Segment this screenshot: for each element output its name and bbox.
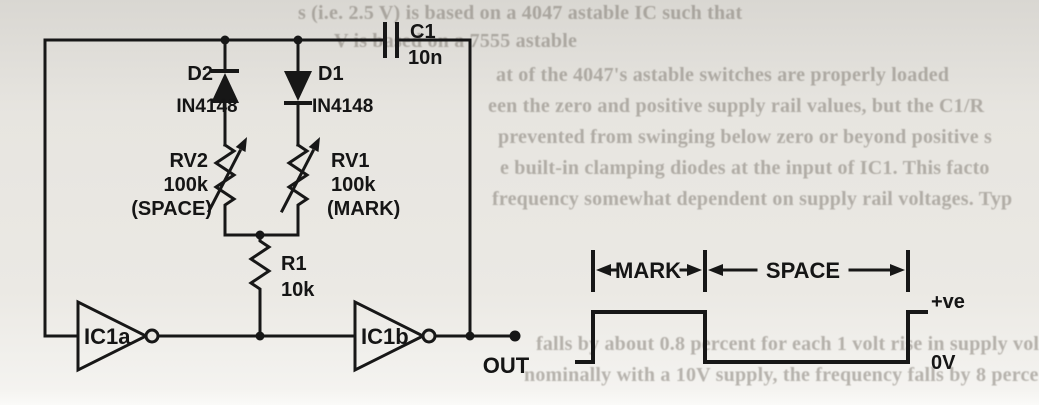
bleed-text-line: prevented from swinging below zero or be… (498, 126, 992, 148)
inverter-ic1a: IC1a (76, 299, 160, 373)
potentiometer-rv1: RV1 100k (MARK) (279, 137, 400, 237)
out-terminal: OUT (465, 330, 530, 378)
label-rv2-value: 100k (164, 174, 209, 196)
label-r1-value: 10k (281, 279, 315, 301)
inverter-bubble (144, 328, 160, 344)
label-rv1-ref: RV1 (331, 150, 370, 172)
label-c1-value: 10n (408, 47, 442, 69)
arrow-left-icon (596, 264, 611, 276)
label-d2-ref: D2 (187, 63, 213, 85)
diode-d1: D1 IN4148 (284, 35, 373, 147)
label-high-level: +ve (931, 291, 965, 313)
inverter-ic1b: IC1b (353, 299, 437, 373)
junction-dot (465, 331, 475, 341)
label-rv1-value: 100k (331, 174, 376, 196)
label-d2-part: IN4148 (176, 96, 237, 117)
label-d1-ref: D1 (318, 63, 344, 85)
bleed-text-line: nominally with a 10V supply, the frequen… (524, 364, 1039, 386)
junction-dot (255, 331, 265, 341)
square-wave-trace (575, 310, 928, 364)
label-mark: MARK (615, 258, 681, 283)
label-low-level: 0V (931, 352, 956, 374)
arrow-right-icon (687, 264, 702, 276)
diode-d2: D2 IN4148 (176, 35, 239, 147)
label-rv1-role: (MARK) (327, 198, 400, 220)
label-c1-ref: C1 (410, 21, 436, 43)
bleed-text-line: s (i.e. 2.5 V) is based on a 4047 astabl… (298, 2, 743, 24)
waveform-plot: MARK SPACE +ve 0V (575, 250, 965, 374)
arrow-left-icon (708, 264, 723, 276)
label-ic1b: IC1b (361, 324, 409, 349)
label-r1-ref: R1 (281, 253, 307, 275)
label-out: OUT (483, 353, 530, 378)
label-rv2-ref: RV2 (169, 150, 208, 172)
wires (43, 38, 517, 338)
inverter-bubble (421, 328, 437, 344)
label-ic1a: IC1a (84, 324, 131, 349)
bleed-text-line: falls by about 0.8 percent for each 1 vo… (536, 333, 1039, 355)
capacitor-c1: C1 10n (383, 21, 442, 69)
resistor-r1: R1 10k (223, 230, 315, 341)
arrow-right-icon (890, 264, 905, 276)
out-dot (509, 330, 521, 342)
bleed-text-line: e built-in clamping diodes at the input … (500, 157, 990, 179)
label-rv2-role: (SPACE) (131, 198, 212, 220)
bleed-text-line: at of the 4047's astable switches are pr… (496, 64, 950, 86)
bleed-text-line: een the zero and positive supply rail va… (488, 95, 985, 117)
label-space: SPACE (766, 258, 840, 283)
bleed-text-line: frequency somewhat dependent on supply r… (492, 188, 1013, 210)
potentiometer-rv2: RV2 100k (SPACE) (131, 137, 247, 237)
label-d1-part: IN4148 (312, 96, 373, 117)
